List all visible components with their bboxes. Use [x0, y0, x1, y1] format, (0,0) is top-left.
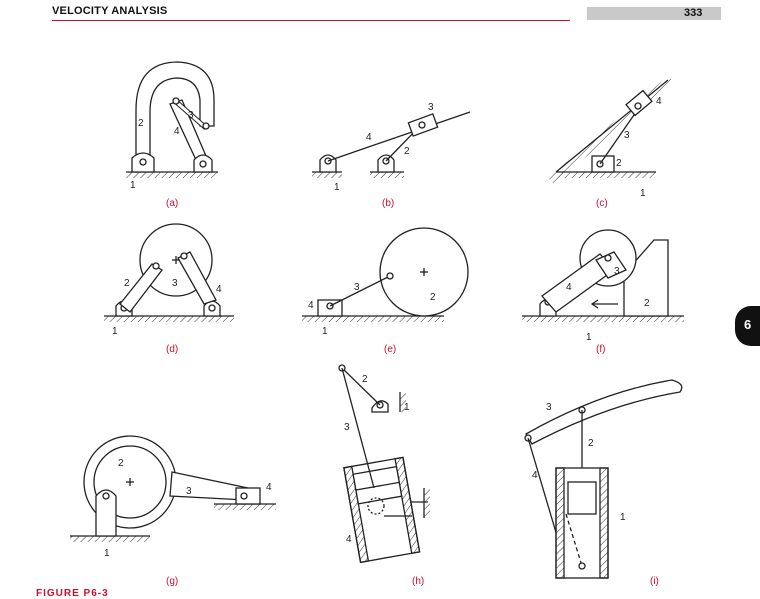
- link-label: 2: [124, 278, 130, 289]
- figure-d: [104, 223, 234, 322]
- figure-b: [312, 111, 471, 178]
- link-label: 1: [620, 512, 626, 523]
- figure-a: [126, 61, 218, 178]
- figure-i: [524, 379, 683, 579]
- chapter-tab: [735, 306, 760, 346]
- figure-caption-h: (h): [412, 576, 424, 587]
- link-label: 4: [216, 284, 222, 295]
- figure-caption-e: (e): [384, 344, 396, 355]
- link-label: 1: [404, 402, 410, 413]
- link-label: 2: [616, 158, 622, 169]
- figure-a-labels: 1 2 3 4 (a): [130, 110, 194, 209]
- figure-c: [548, 76, 674, 184]
- link-label: 4: [174, 126, 180, 137]
- link-label: 4: [346, 534, 352, 545]
- figure-f: [522, 229, 684, 322]
- link-label: 2: [588, 438, 594, 449]
- figure-h: [338, 364, 430, 564]
- header-rule: [52, 20, 570, 21]
- link-label: 4: [532, 470, 538, 481]
- link-label: 3: [188, 110, 194, 121]
- link-label: 1: [640, 188, 646, 199]
- link-label: 1: [586, 332, 592, 343]
- figure-e-labels: 1 2 3 4 (e): [308, 282, 436, 355]
- page-number: 333: [684, 7, 703, 19]
- chapter-tab-number: 6: [744, 317, 752, 332]
- link-label: 2: [138, 118, 144, 129]
- figure-i-labels: 1 2 3 4 (i): [532, 402, 659, 587]
- link-label: 4: [308, 300, 314, 311]
- figure-f-labels: 1 2 3 4 (f): [566, 266, 650, 355]
- link-label: 2: [430, 292, 436, 303]
- link-label: 3: [428, 102, 434, 113]
- figure-caption-g: (g): [166, 576, 178, 587]
- link-label: 4: [566, 282, 572, 293]
- link-label: 1: [130, 180, 136, 191]
- link-label: 3: [354, 282, 360, 293]
- figure-b-labels: 1 2 3 4 (b): [334, 102, 434, 209]
- link-label: 2: [362, 374, 368, 385]
- figure-caption-b: (b): [382, 198, 394, 209]
- page-number-bar: [587, 7, 721, 20]
- link-label: 4: [266, 482, 272, 493]
- link-label: 1: [112, 326, 118, 337]
- figure-d-labels: 1 2 3 4 (d): [112, 278, 222, 355]
- ground-hatch: [126, 172, 218, 178]
- figure-c-labels: 1 2 3 4 (c): [596, 96, 662, 209]
- figure-caption-i: (i): [650, 576, 659, 587]
- figure-caption-a: (a): [166, 198, 178, 209]
- figure-g: [70, 435, 276, 542]
- running-header-title: VELOCITY ANALYSIS: [52, 5, 168, 17]
- link-label: 1: [104, 548, 110, 559]
- link-label: 4: [366, 132, 372, 143]
- figure-e: [302, 227, 469, 322]
- figure-caption-f: (f): [596, 344, 605, 355]
- link-label: 4: [656, 96, 662, 107]
- figure-g-labels: 1 2 3 4 (g): [104, 458, 272, 587]
- figure-number-caption: FIGURE P6-3: [36, 588, 109, 599]
- link-label: 1: [334, 182, 340, 193]
- link-label: 3: [172, 278, 178, 289]
- link-label: 2: [118, 458, 124, 469]
- link-label: 3: [344, 422, 350, 433]
- link-label: 2: [404, 146, 410, 157]
- figure-h-labels: 1 2 3 4 (h): [344, 374, 424, 587]
- link-label: 2: [644, 298, 650, 309]
- link-label: 1: [322, 326, 328, 337]
- link-label: 3: [546, 402, 552, 413]
- link-label: 3: [614, 266, 620, 277]
- figure-caption-c: (c): [596, 198, 608, 209]
- figure-caption-d: (d): [166, 344, 178, 355]
- link-label: 3: [624, 130, 630, 141]
- link-label: 3: [186, 486, 192, 497]
